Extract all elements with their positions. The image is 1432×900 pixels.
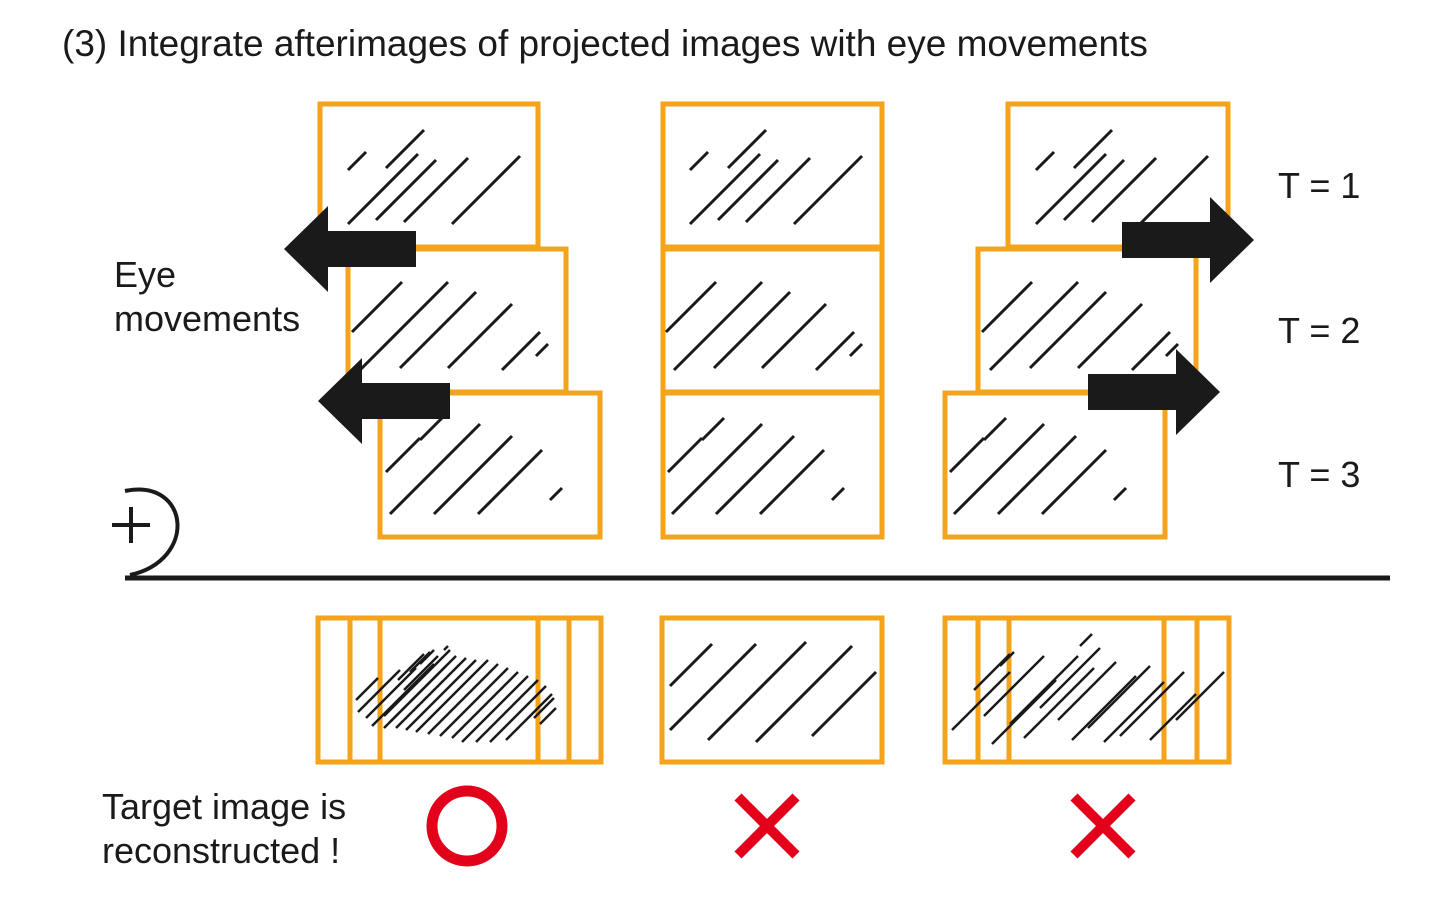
eye-movements-label-line1: Eye: [114, 254, 177, 295]
failure-cross-icon-middle: [734, 793, 800, 859]
result-label-line1: Target image is: [102, 786, 347, 827]
time-label-3: T = 3: [1278, 454, 1361, 495]
middle-frame-t2: [660, 246, 885, 395]
left-frame-t2: [345, 246, 569, 395]
success-circle-icon: [426, 785, 508, 867]
right-column: [942, 101, 1254, 540]
right-frame-t3: [942, 390, 1168, 540]
eye-icon: [112, 487, 180, 577]
right-frame-t2: [975, 246, 1199, 395]
middle-frame-t3: [660, 390, 885, 540]
time-label-1: T = 1: [1278, 165, 1361, 206]
eye-movements-label-line2: movements: [114, 298, 301, 339]
figure-title: (3) Integrate afterimages of projected i…: [62, 23, 1148, 64]
result-left-integrated: [315, 615, 604, 765]
failure-cross-icon-right: [1070, 793, 1136, 859]
result-middle-integrated: [659, 615, 885, 765]
middle-frame-t1: [660, 101, 885, 250]
left-column: [284, 101, 603, 540]
left-frame-t1: [317, 101, 541, 250]
result-right-integrated: [942, 615, 1232, 765]
time-label-2: T = 2: [1278, 310, 1361, 351]
middle-column: [660, 101, 885, 540]
result-label-line2: reconstructed !: [102, 830, 341, 871]
